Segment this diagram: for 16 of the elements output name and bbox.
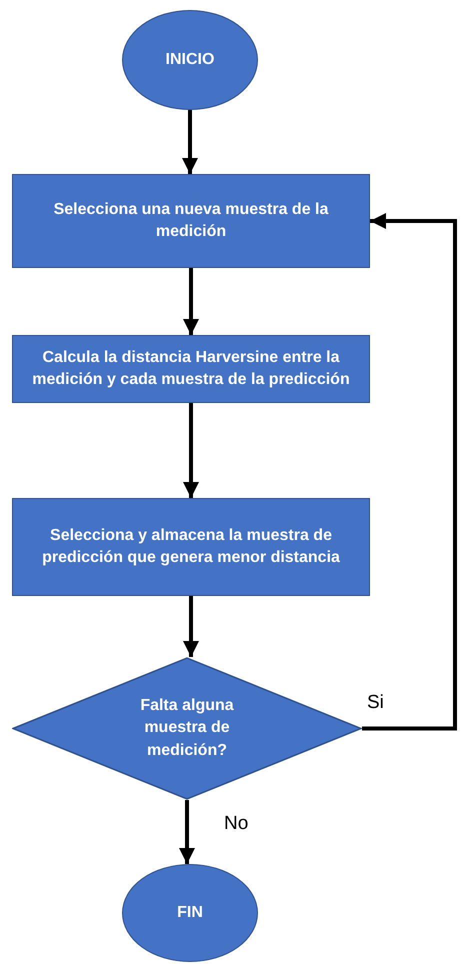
arrow bbox=[183, 403, 199, 498]
process-box bbox=[12, 498, 370, 596]
process-box bbox=[12, 335, 370, 403]
process-box bbox=[12, 174, 370, 268]
node-text: Selecciona y almacena la muestra de predicción que genera menor distancia bbox=[41, 526, 341, 568]
node-text: Falta alguna muestra de medición? bbox=[139, 696, 235, 761]
arrow bbox=[183, 596, 199, 657]
node-text: INICIO bbox=[166, 50, 214, 70]
arrow bbox=[182, 110, 198, 174]
arrow bbox=[183, 268, 199, 335]
arrow bbox=[179, 800, 195, 864]
node-text: FIN bbox=[177, 902, 203, 923]
decision-diamond bbox=[12, 657, 362, 800]
node-text: Calcula la distancia Harversine entre la medición y cada muestra de la predicción bbox=[31, 348, 351, 390]
node-text: Selecciona una nueva muestra de la medición bbox=[52, 200, 330, 242]
arrow bbox=[362, 213, 457, 730]
